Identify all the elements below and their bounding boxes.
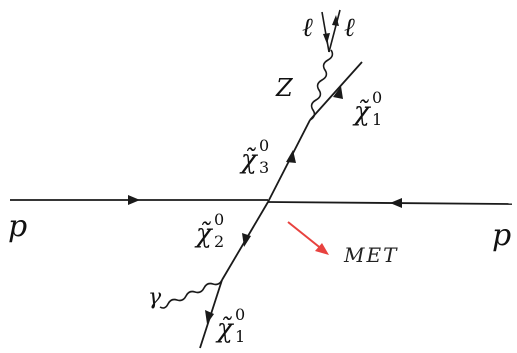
chi1-bottom-line — [199, 279, 223, 349]
chi1-bottom-arrow-icon — [205, 310, 214, 324]
proton-left-label: p — [8, 209, 27, 244]
proton-beam-right — [267, 198, 513, 208]
svg-text:1: 1 — [372, 110, 382, 129]
chi1-top-line — [309, 61, 363, 121]
lepton-arrow-icon — [332, 15, 339, 26]
met-label: MET — [343, 243, 398, 267]
svg-text:0: 0 — [259, 136, 269, 155]
chi2-label: χ̃ 0 2 — [194, 210, 224, 251]
met-arrow — [287, 221, 329, 255]
proton-right-label: p — [492, 218, 511, 253]
met-arrow-icon — [315, 243, 329, 255]
chi3-line — [267, 119, 311, 203]
svg-text:0: 0 — [214, 210, 224, 229]
proton-beam-left — [10, 195, 268, 205]
chi1-top-label: χ̃ 0 1 — [352, 88, 382, 129]
chi2-arrow-icon — [242, 233, 251, 247]
svg-text:0: 0 — [372, 88, 382, 107]
beam-left-arrow-icon — [128, 195, 140, 205]
svg-text:χ̃: χ̃ — [215, 314, 235, 344]
lepton-arrow-icon — [323, 33, 330, 44]
svg-text:1: 1 — [235, 327, 245, 346]
chi1-top-arrow-icon — [333, 86, 343, 99]
chi2-line — [221, 201, 269, 281]
lepton-lines — [321, 9, 341, 53]
chi3-arrow-icon — [286, 150, 296, 163]
photon-wavy-line — [159, 279, 223, 309]
svg-text:χ̃: χ̃ — [352, 97, 372, 127]
svg-text:2: 2 — [214, 232, 224, 251]
svg-text:χ̃: χ̃ — [239, 145, 259, 175]
z-boson-label: Z — [275, 74, 294, 102]
lepton-label-2: ℓ — [344, 13, 355, 43]
chi3-label: χ̃ 0 3 — [239, 136, 269, 177]
photon-label: γ — [148, 285, 162, 310]
lepton-label-1: ℓ — [302, 13, 313, 43]
chi1-bottom-label: χ̃ 0 1 — [215, 305, 245, 346]
beam-right-arrow-icon — [390, 198, 402, 208]
z-boson-wavy-line — [309, 49, 334, 121]
svg-text:3: 3 — [259, 158, 269, 177]
svg-text:0: 0 — [235, 305, 245, 324]
svg-text:χ̃: χ̃ — [194, 219, 214, 249]
